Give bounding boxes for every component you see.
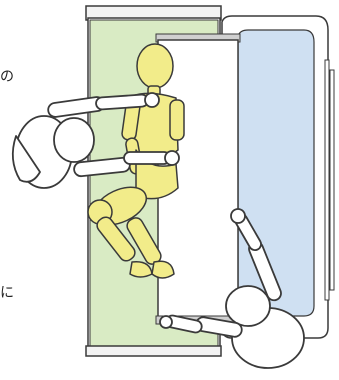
right-bed-side-rail-1 bbox=[325, 60, 329, 300]
caregiver-bottom-hand-right bbox=[231, 209, 245, 223]
patient-upper-arm-right bbox=[170, 100, 184, 140]
caregiver-left-hand-top bbox=[145, 93, 159, 107]
caregiver-left-head bbox=[54, 118, 94, 162]
patient-head bbox=[137, 44, 173, 88]
caregiver-left-hand-bottom bbox=[165, 151, 179, 165]
right-bed-side-rail-2 bbox=[330, 70, 334, 290]
blue-mattress bbox=[238, 30, 314, 316]
caregiver-left-forearm-top bbox=[96, 94, 149, 110]
caregiver-bottom-hand-left bbox=[160, 316, 172, 328]
caregiver-bottom-head bbox=[226, 286, 270, 326]
caregiver-left-forearm-bottom bbox=[124, 152, 170, 164]
left-bed-bottom-rail bbox=[86, 346, 221, 356]
